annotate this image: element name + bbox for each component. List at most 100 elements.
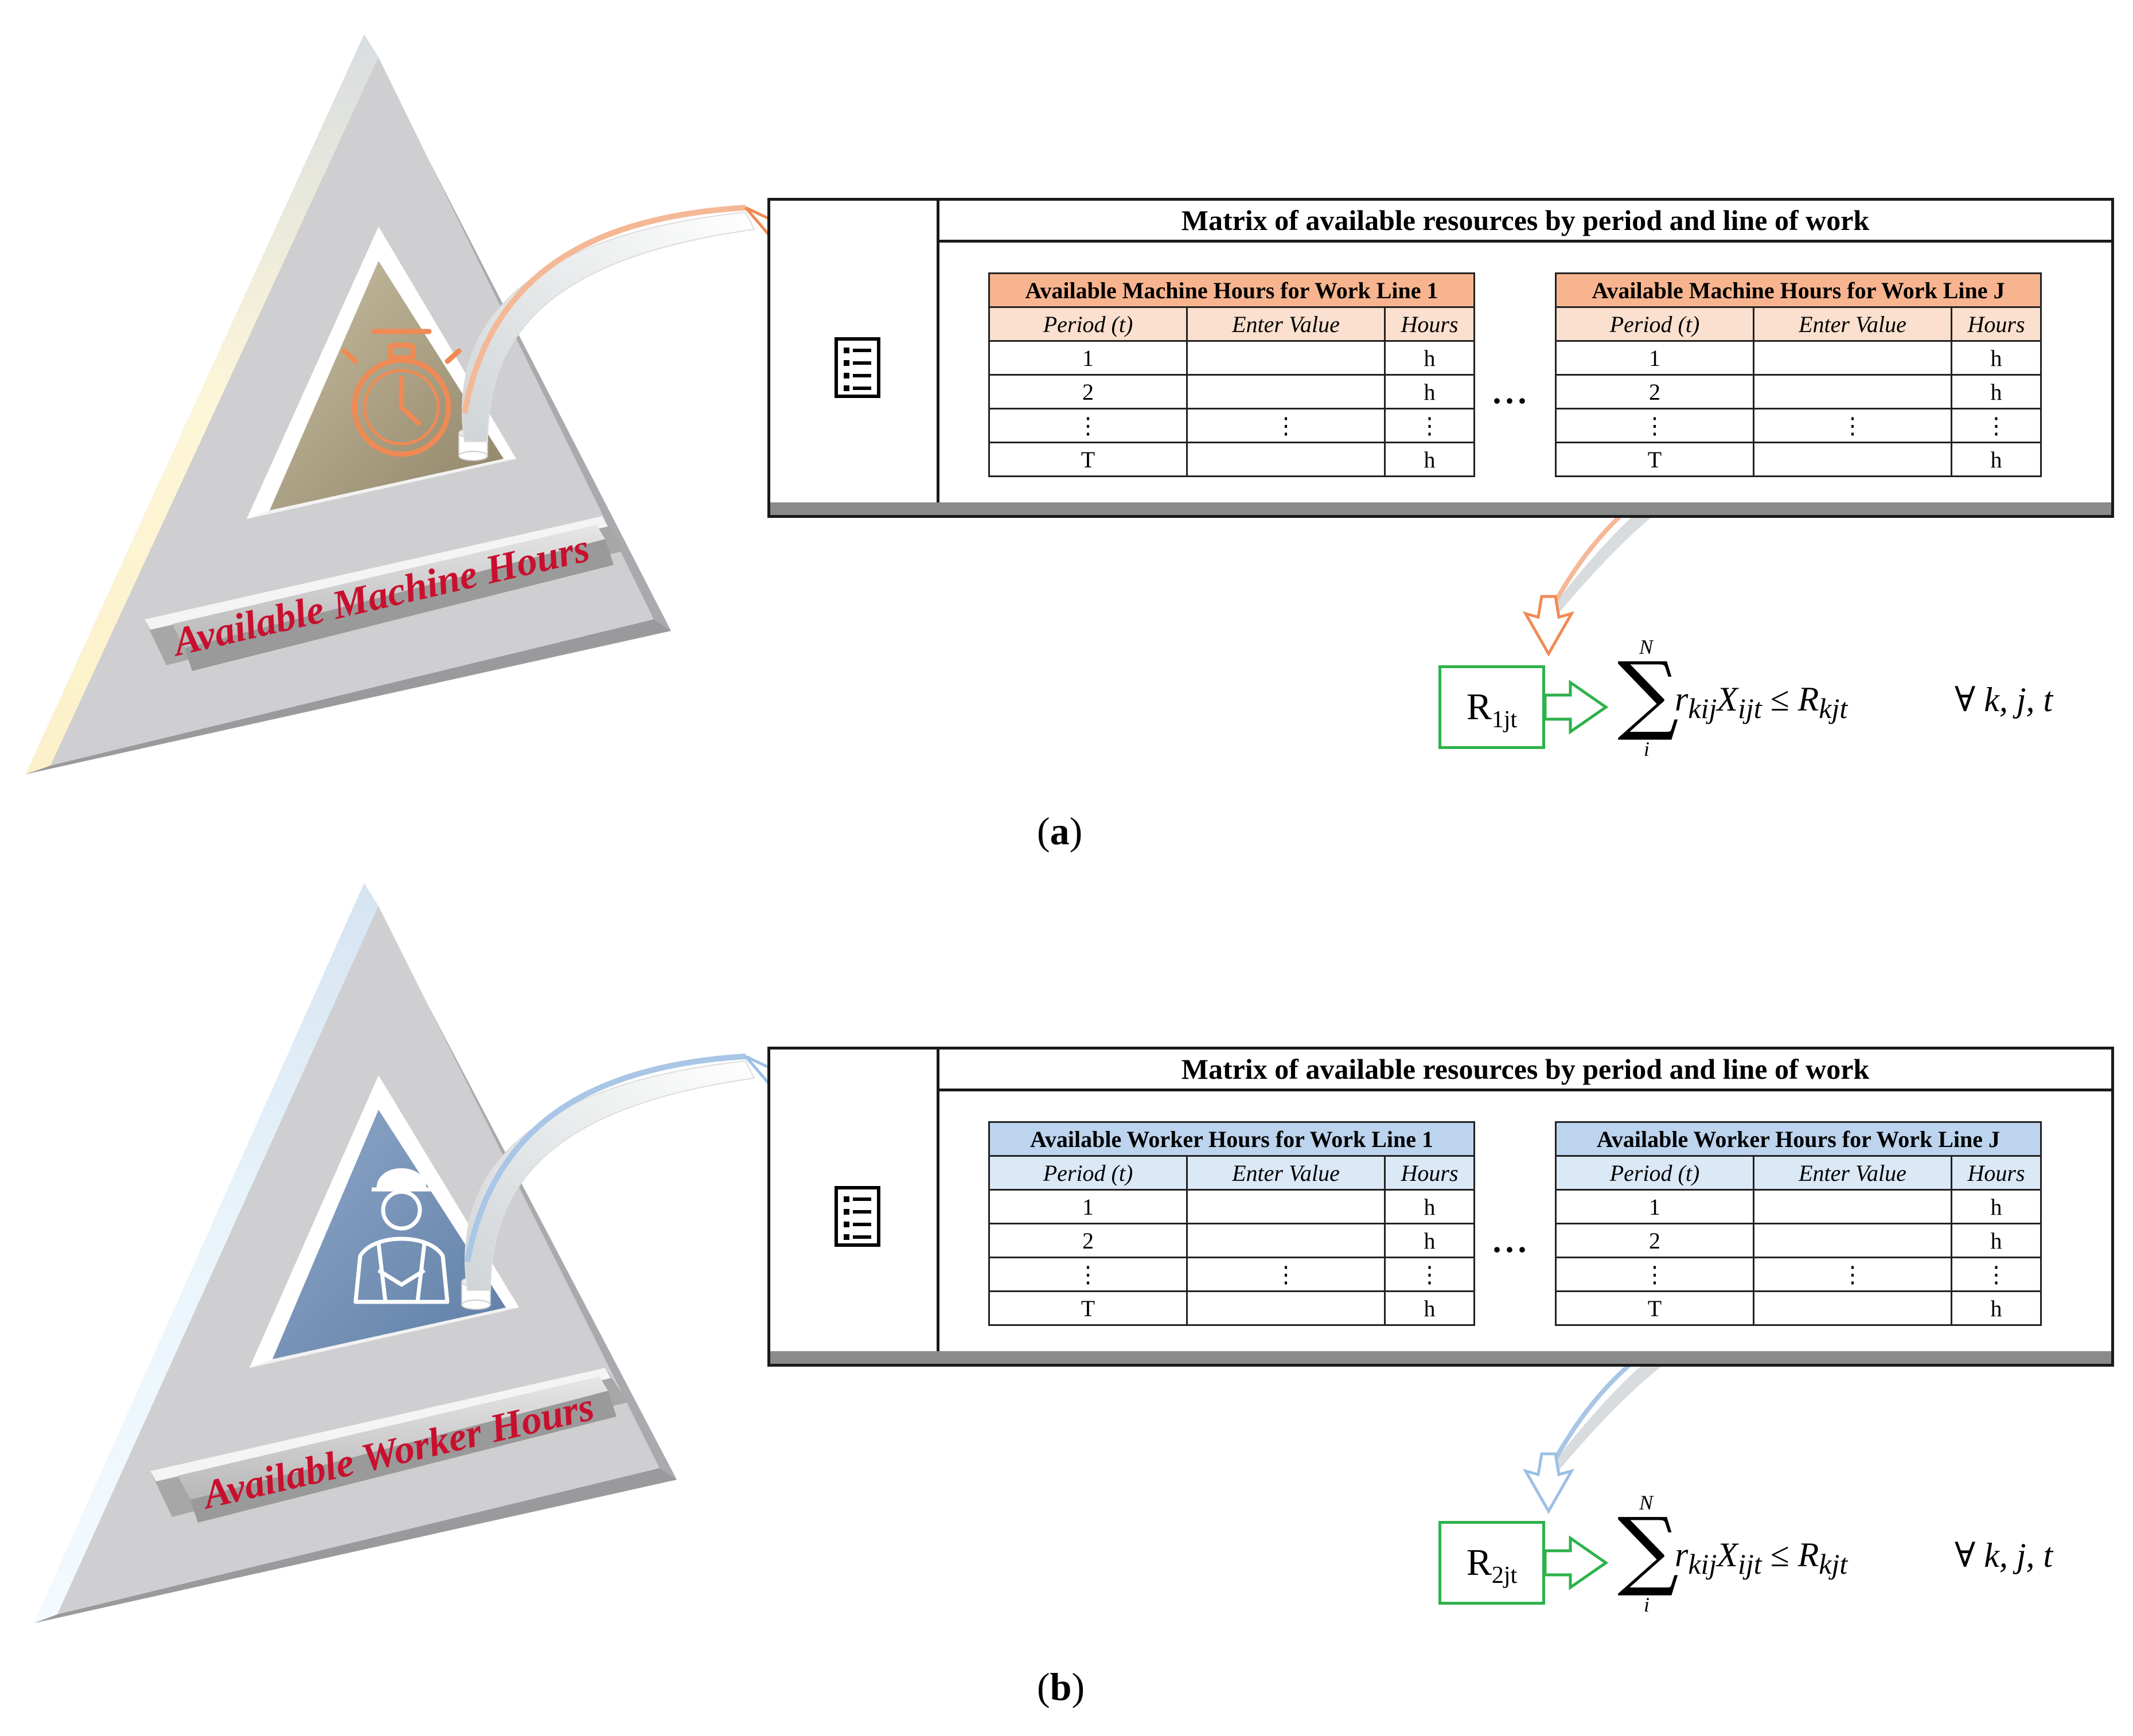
period-cell: 1 xyxy=(988,1189,1188,1224)
caption-letter: b xyxy=(1050,1665,1072,1708)
table-title: Available Machine Hours for Work Line 1 xyxy=(988,272,1476,308)
table-row: T h xyxy=(1555,442,2042,477)
period-cell: 2 xyxy=(1555,374,1754,409)
unit-cell: h xyxy=(1383,374,1476,409)
value-input-cell[interactable] xyxy=(1186,442,1386,477)
panel-caption: (b) xyxy=(1037,1664,1085,1710)
table-row: T h xyxy=(1555,1290,2042,1326)
worker-icon xyxy=(353,1168,450,1304)
value-input-cell[interactable] xyxy=(1186,1223,1386,1258)
resource-matrix: Matrix of available resources by period … xyxy=(767,198,2114,518)
value-input-cell[interactable] xyxy=(1753,1189,1952,1224)
sum-upper-limit: N xyxy=(1639,635,1654,658)
column-header: Enter Value xyxy=(1186,306,1386,342)
value-input-cell[interactable] xyxy=(1753,1290,1952,1326)
r-base: R xyxy=(1466,686,1492,728)
inner-triangle xyxy=(247,227,516,519)
value-input-cell[interactable]: ⋮ xyxy=(1753,408,1952,443)
value-input-cell[interactable] xyxy=(1753,340,1952,376)
unit-cell: h xyxy=(1950,374,2042,409)
ellipsis: ··· xyxy=(1491,382,1530,420)
table-row: 2 h xyxy=(988,374,1476,409)
caption-letter: a xyxy=(1050,809,1070,853)
period-cell: T xyxy=(1555,442,1754,477)
resource-table-line-j: Available Worker Hours for Work Line J P… xyxy=(1554,1121,2042,1326)
period-cell: T xyxy=(1555,1290,1754,1326)
r-label-box: R2jt xyxy=(1438,1521,1545,1605)
period-cell: 2 xyxy=(988,1223,1188,1258)
r-base: R xyxy=(1466,1542,1492,1583)
r-box-arrow xyxy=(1543,680,1609,735)
value-input-cell[interactable] xyxy=(1186,1290,1386,1326)
r-subscript: 2jt xyxy=(1491,1562,1518,1589)
resource-matrix: Matrix of available resources by period … xyxy=(767,1047,2114,1367)
caption-open: ( xyxy=(1037,809,1050,853)
unit-cell: h xyxy=(1383,340,1476,376)
period-cell: T xyxy=(988,442,1188,477)
period-cell: ⋮ xyxy=(988,408,1188,443)
period-cell: ⋮ xyxy=(1555,408,1754,443)
sum-symbol: ∑ xyxy=(1617,1500,1679,1600)
value-input-cell[interactable]: ⋮ xyxy=(1753,1257,1952,1292)
column-header: Period (t) xyxy=(1555,306,1754,342)
unit-cell: h xyxy=(1950,1290,2042,1326)
ellipsis: ··· xyxy=(1491,1231,1530,1269)
r-box-arrow xyxy=(1543,1535,1609,1590)
unit-cell: h xyxy=(1383,1290,1476,1326)
value-input-cell[interactable] xyxy=(1753,442,1952,477)
value-input-cell[interactable] xyxy=(1186,374,1386,409)
matrix-title: Matrix of available resources by period … xyxy=(939,1050,2111,1091)
column-header: Hours xyxy=(1383,1155,1476,1191)
unit-cell: h xyxy=(1383,1189,1476,1224)
table-row: ⋮ ⋮ ⋮ xyxy=(988,1257,1476,1292)
formula-expression: rkijXijt ≤ Rkjt xyxy=(1675,680,1848,724)
column-header: Enter Value xyxy=(1753,306,1952,342)
panel-caption: (a) xyxy=(1037,809,1082,854)
table-row: T h xyxy=(988,1290,1476,1326)
value-input-cell[interactable] xyxy=(1753,374,1952,409)
unit-cell: ⋮ xyxy=(1383,408,1476,443)
sum-lower-index: i xyxy=(1644,1593,1650,1616)
unit-cell: ⋮ xyxy=(1950,1257,2042,1292)
table-row: 2 h xyxy=(1555,374,2042,409)
table-row: T h xyxy=(988,442,1476,477)
sum-lower-index: i xyxy=(1644,738,1650,760)
period-cell: 1 xyxy=(1555,340,1754,376)
table-title: Available Worker Hours for Work Line J xyxy=(1554,1121,2042,1157)
table-row: ⋮ ⋮ ⋮ xyxy=(1555,408,2042,443)
period-cell: ⋮ xyxy=(1555,1257,1754,1292)
unit-cell: h xyxy=(1950,340,2042,376)
constraint-formula: N ∑ i rkijXijt ≤ Rkjt ∀ k, j, t xyxy=(1617,635,2076,771)
panel-b: Available Worker Hours Matrix of availab… xyxy=(0,849,2133,1708)
stopwatch-icon xyxy=(341,329,462,457)
column-header: Period (t) xyxy=(988,1155,1188,1191)
column-header: Period (t) xyxy=(1555,1155,1754,1191)
value-input-cell[interactable]: ⋮ xyxy=(1186,1257,1386,1292)
table-row: 2 h xyxy=(1555,1223,2042,1258)
period-cell: T xyxy=(988,1290,1188,1326)
table-title: Available Worker Hours for Work Line 1 xyxy=(988,1121,1476,1157)
value-input-cell[interactable] xyxy=(1753,1223,1952,1258)
panel-b-graphics: Available Worker Hours xyxy=(34,883,1853,1623)
unit-cell: h xyxy=(1950,1223,2042,1258)
table-row: 1 h xyxy=(988,1189,1476,1224)
label-banner xyxy=(145,516,625,671)
value-input-cell[interactable] xyxy=(1186,340,1386,376)
resource-table-line-1: Available Machine Hours for Work Line 1 … xyxy=(988,272,1476,477)
column-header: Hours xyxy=(1383,306,1476,342)
table-row: 1 h xyxy=(988,340,1476,376)
column-header: Hours xyxy=(1950,306,2042,342)
resource-table-line-j: Available Machine Hours for Work Line J … xyxy=(1554,272,2042,477)
table-row: ⋮ ⋮ ⋮ xyxy=(1555,1257,2042,1292)
table-row: 2 h xyxy=(988,1223,1476,1258)
unit-cell: h xyxy=(1383,1223,1476,1258)
caption-open: ( xyxy=(1037,1665,1050,1708)
period-cell: 1 xyxy=(988,340,1188,376)
period-cell: 2 xyxy=(988,374,1188,409)
formula-quantifier: ∀ k, j, t xyxy=(1955,1536,2053,1574)
period-cell: 1 xyxy=(1555,1189,1754,1224)
column-header: Hours xyxy=(1950,1155,2042,1191)
value-input-cell[interactable] xyxy=(1186,1189,1386,1224)
matrix-icon-column xyxy=(770,201,939,502)
value-input-cell[interactable]: ⋮ xyxy=(1186,408,1386,443)
